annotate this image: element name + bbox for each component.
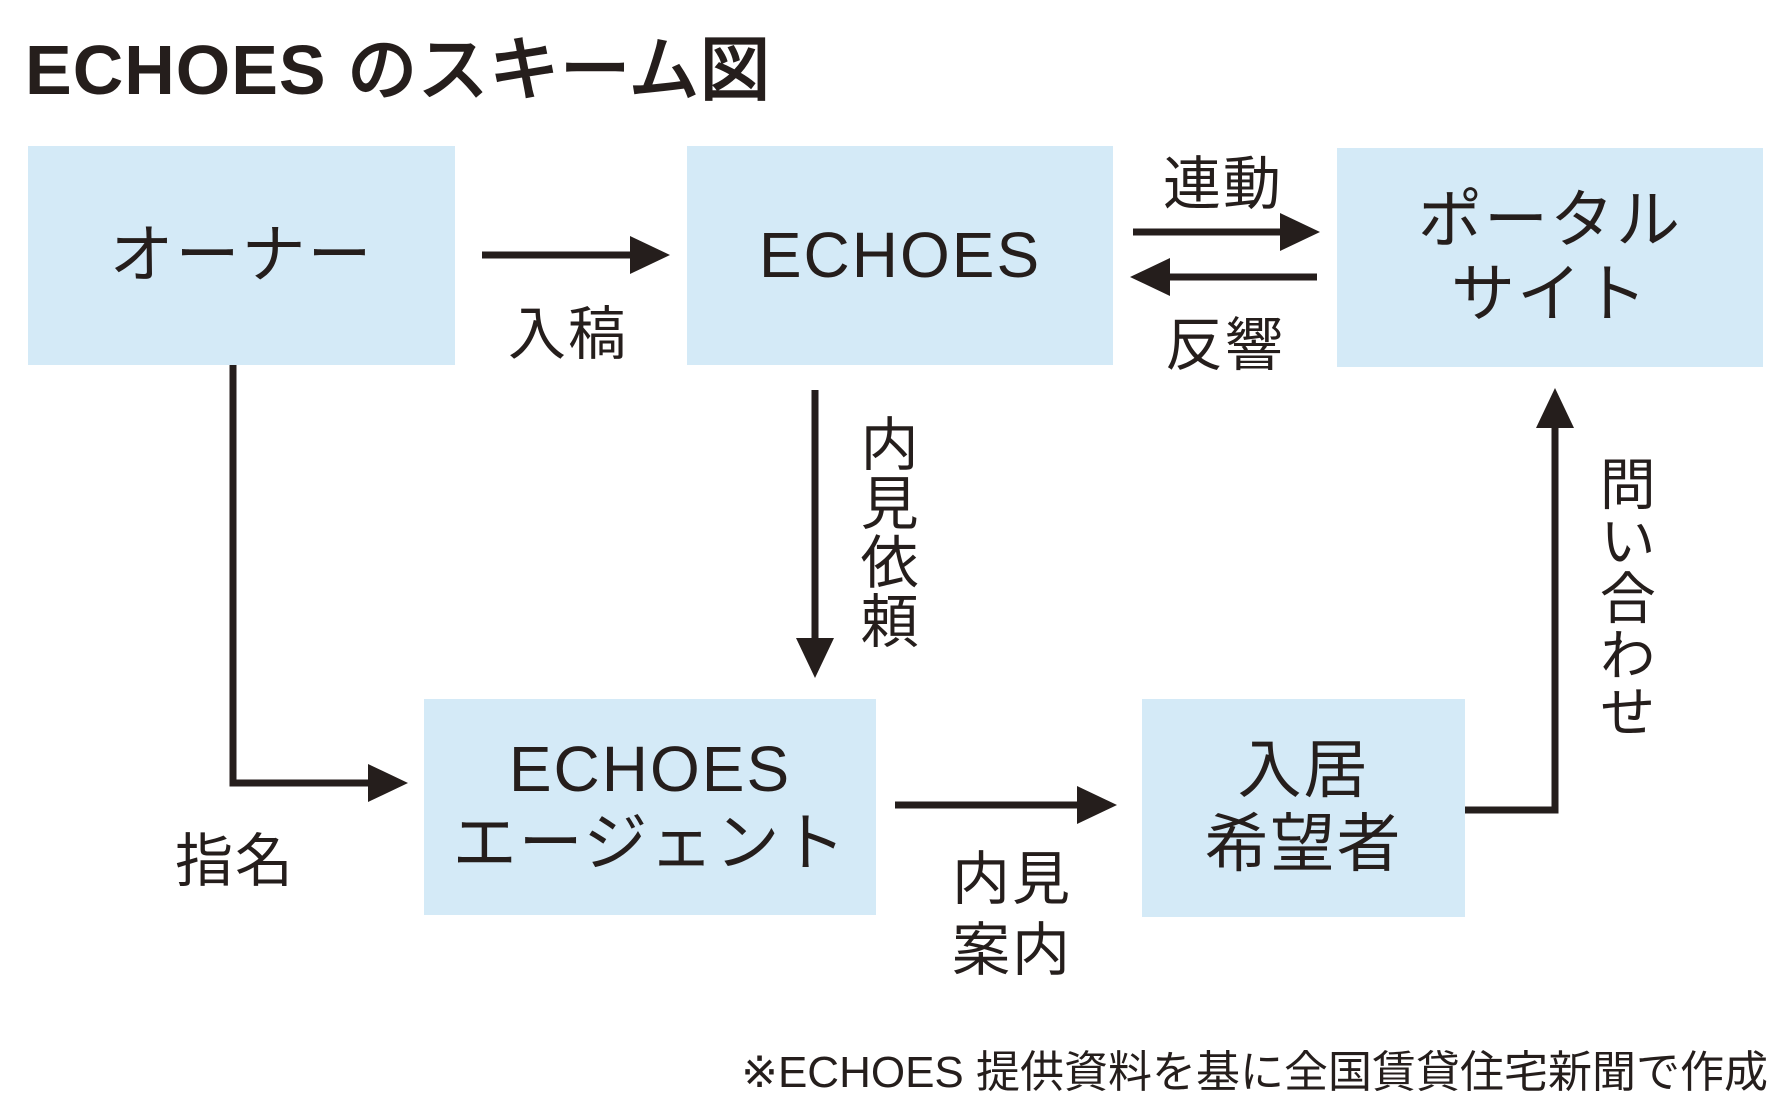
node-echoes-agent: ECHOES エージェント [424, 699, 876, 915]
diagram-title: ECHOES のスキーム図 [25, 31, 771, 109]
arrow-owner-to-echoes [482, 236, 670, 274]
node-tenant-label-line2: 希望者 [1204, 808, 1403, 880]
arrow-portal-to-echoes [1130, 258, 1317, 296]
source-note: ※ECHOES 提供資料を基に全国賃貸住宅新聞で作成 [741, 1048, 1768, 1097]
node-tenant-label-line1: 入居 [1237, 734, 1370, 807]
edge-label-sync: 連動 [1162, 152, 1283, 217]
node-portal-site: ポータル サイト [1337, 148, 1763, 367]
node-echoes-label: ECHOES [758, 218, 1042, 291]
edge-label-nomination: 指名 [174, 829, 295, 894]
node-echoes: ECHOES [687, 146, 1113, 365]
arrow-tenant-to-portal [1465, 388, 1574, 814]
edge-label-submission: 入稿 [507, 302, 628, 367]
edge-label-feedback: 反響 [1164, 313, 1285, 378]
edge-label-viewing-guidance: 内見 案内 [912, 845, 1112, 987]
node-agent-label-line1: ECHOES [508, 733, 792, 806]
node-portal-label-line1: ポータル [1418, 183, 1682, 256]
edge-label-inquiry: 問い合わせ [1592, 454, 1656, 740]
edge-label-viewing-request: 内見依頼 [851, 414, 917, 650]
arrow-echoes-to-portal [1133, 213, 1320, 251]
arrow-echoes-to-agent [796, 390, 834, 678]
node-owner-label: オーナー [109, 218, 374, 291]
node-owner: オーナー [28, 146, 455, 365]
edge-label-viewing-guidance-line1: 内見 [951, 847, 1072, 912]
arrow-agent-to-tenant [895, 786, 1117, 824]
node-portal-label-line2: サイト [1451, 257, 1649, 330]
arrow-owner-to-agent [229, 365, 408, 802]
edge-label-viewing-guidance-line2: 案内 [951, 917, 1072, 983]
node-prospective-tenant: 入居 希望者 [1142, 699, 1465, 917]
node-agent-label-line2: エージェント [452, 807, 848, 879]
